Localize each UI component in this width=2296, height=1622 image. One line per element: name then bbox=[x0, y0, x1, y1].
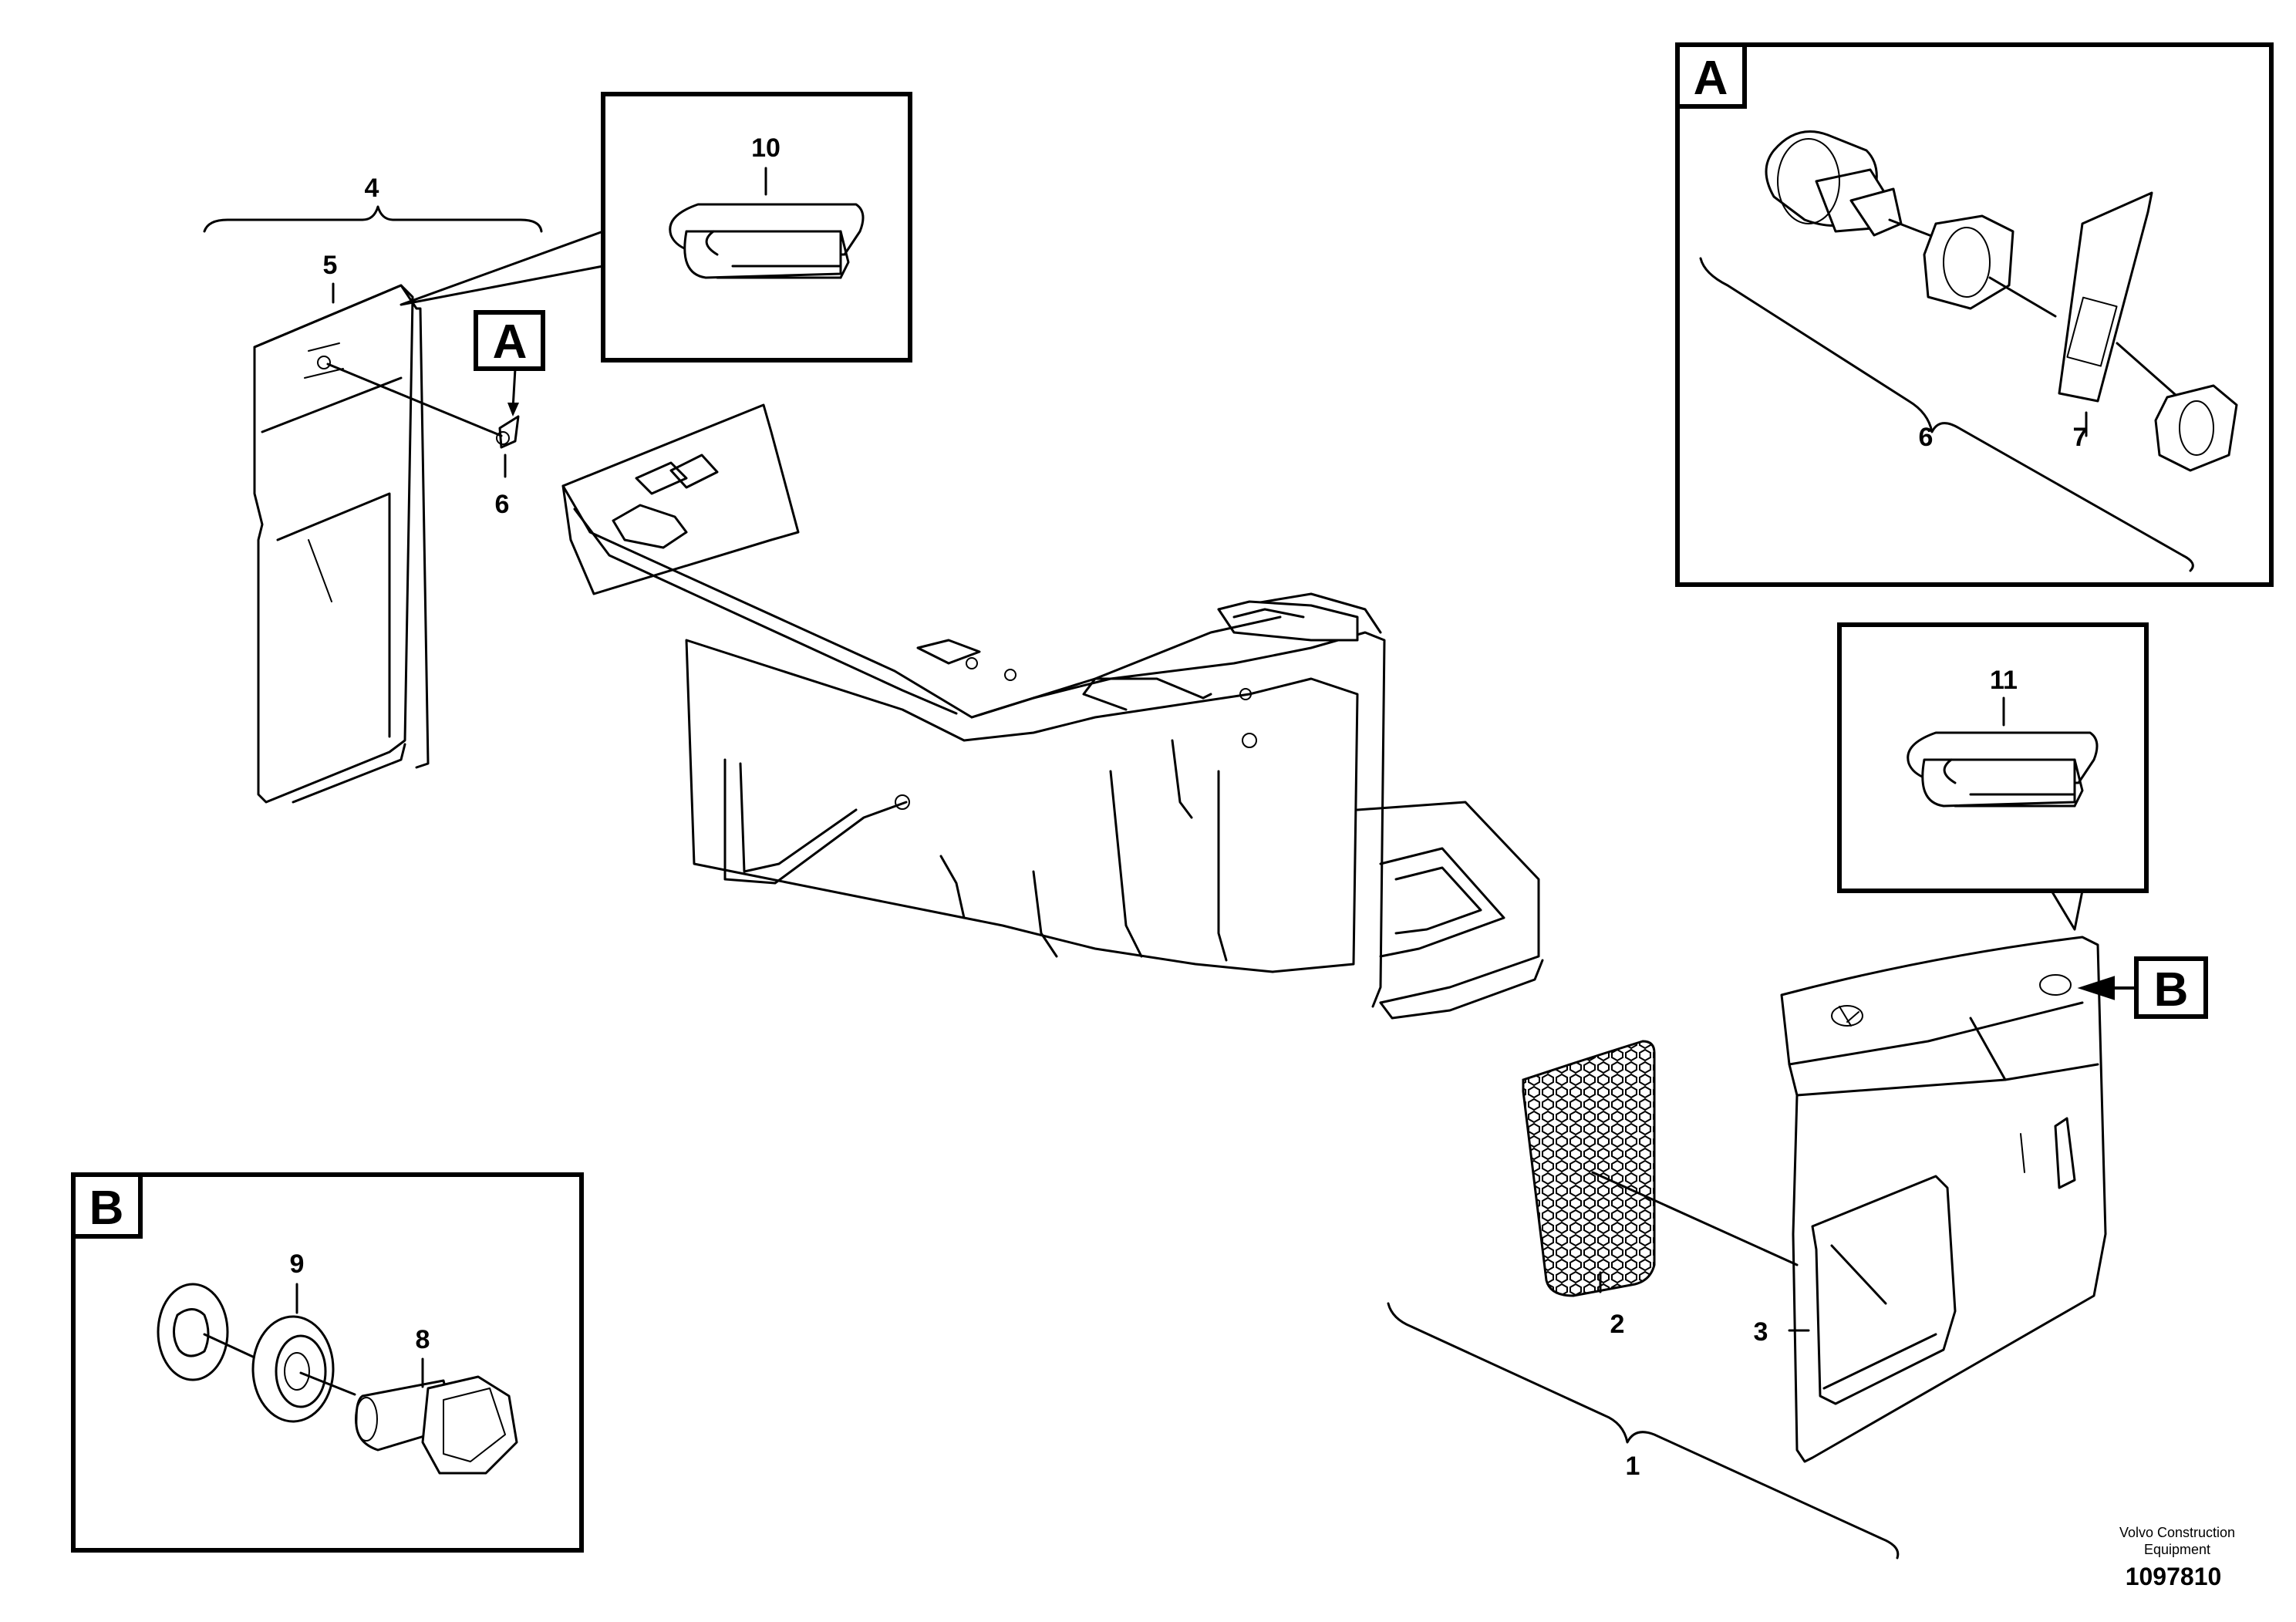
callout-3: 3 bbox=[1754, 1317, 1768, 1347]
detail-box-11-pointer bbox=[2050, 889, 2084, 931]
detail-box-b-tag bbox=[71, 1172, 143, 1239]
detail-box-a bbox=[1675, 42, 2274, 587]
marker-a-main bbox=[474, 310, 545, 371]
callout-5: 5 bbox=[323, 251, 338, 280]
detail-box-10-pointer bbox=[400, 230, 605, 306]
clip-6 bbox=[496, 415, 520, 449]
marker-b-right-label: B bbox=[2154, 963, 2189, 1017]
trim-panel-3 bbox=[1780, 936, 2107, 1463]
footer-company-line1: Volvo Construction bbox=[2119, 1525, 2235, 1540]
clip-11 bbox=[1907, 731, 2099, 808]
callout-1: 1 bbox=[1626, 1452, 1640, 1481]
cab-frame bbox=[561, 403, 1544, 1020]
drawing-number: 1097810 bbox=[2126, 1563, 2222, 1590]
lock-washer bbox=[157, 1283, 256, 1381]
nut-6b bbox=[2154, 384, 2238, 472]
callout-11: 11 bbox=[1990, 666, 2018, 695]
callout-8: 8 bbox=[416, 1325, 430, 1354]
detail-box-a-tag bbox=[1675, 42, 1747, 109]
marker-a-main-label: A bbox=[493, 315, 528, 369]
detail-box-b-label: B bbox=[89, 1182, 124, 1235]
callout-2: 2 bbox=[1610, 1310, 1625, 1339]
leader-line bbox=[1830, 1244, 1887, 1305]
washer-9 bbox=[251, 1315, 356, 1423]
callout-10: 10 bbox=[751, 133, 781, 163]
callout-6-detail: 6 bbox=[1919, 423, 1934, 452]
callout-7: 7 bbox=[2073, 423, 2088, 452]
callout-9: 9 bbox=[290, 1249, 305, 1279]
marker-a-arrow bbox=[511, 367, 517, 410]
clip-10 bbox=[669, 203, 865, 279]
mesh-grille-2 bbox=[1522, 1040, 1656, 1297]
footer-company-line2: Equipment bbox=[2144, 1542, 2210, 1557]
plate-7 bbox=[2058, 191, 2184, 403]
bolt-8 bbox=[355, 1375, 518, 1475]
marker-b-right bbox=[2134, 956, 2208, 1019]
leader-line bbox=[326, 363, 503, 437]
bracket-1 bbox=[1387, 1302, 1900, 1560]
detail-box-a-label: A bbox=[1694, 52, 1728, 105]
bushing-6 bbox=[1765, 130, 1945, 242]
nut-6a bbox=[1923, 214, 2057, 318]
leader-line bbox=[1591, 1171, 1799, 1266]
callout-6-main: 6 bbox=[495, 490, 510, 519]
side-panel-5 bbox=[253, 284, 430, 804]
bracket-a-6 bbox=[1699, 257, 2194, 572]
callout-4: 4 bbox=[365, 174, 379, 203]
bracket-4 bbox=[203, 205, 543, 233]
